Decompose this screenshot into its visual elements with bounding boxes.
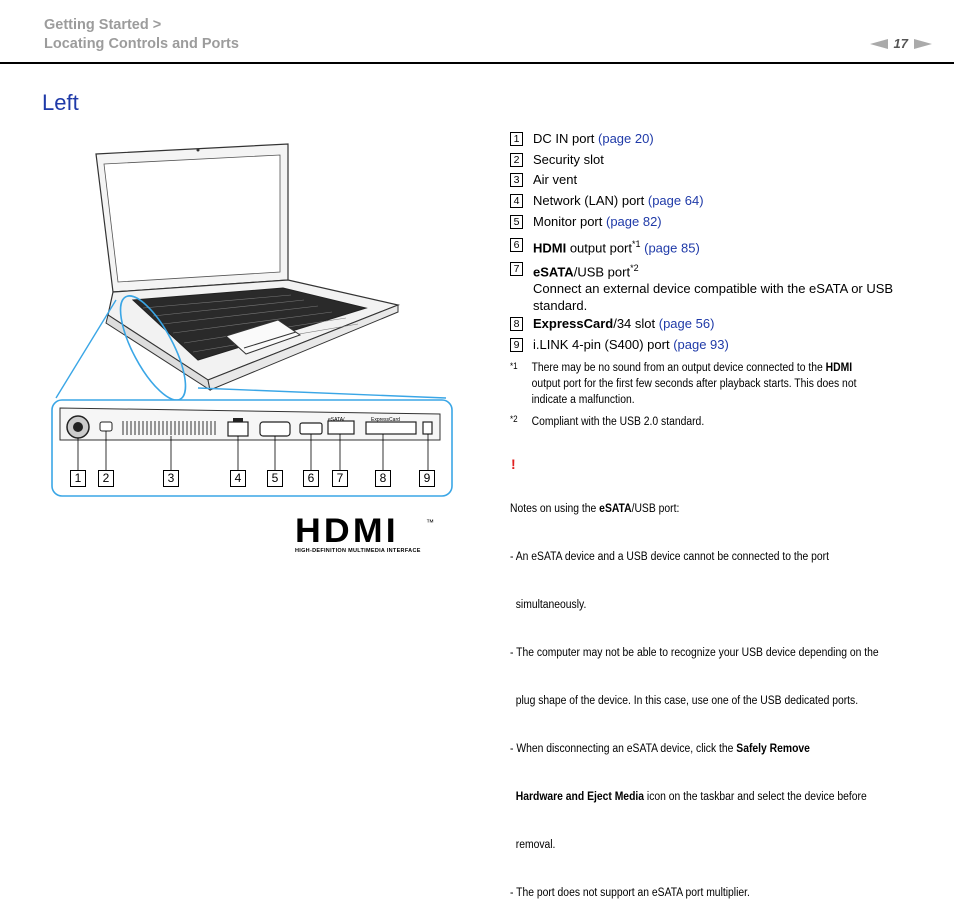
callout-3: 3 — [163, 470, 179, 487]
previous-page-arrow-icon[interactable] — [869, 38, 888, 49]
footnote-text: output port for the first few seconds af… — [531, 378, 857, 390]
callout-8: 8 — [375, 470, 391, 487]
page-link[interactable]: (page 56) — [658, 316, 715, 331]
item-number: 6 — [510, 238, 523, 252]
item-number: 9 — [510, 338, 523, 352]
item-number: 4 — [510, 194, 523, 208]
item-number: 7 — [510, 262, 523, 276]
footnote-text: Compliant with the USB 2.0 standard. — [531, 416, 705, 428]
footnote-mark: *1 — [510, 361, 518, 371]
list-item: 1 DC IN port (page 20) — [510, 130, 654, 147]
note-line: simultaneously. — [510, 599, 587, 611]
list-item: 4 Network (LAN) port (page 64) — [510, 192, 704, 209]
callout-4: 4 — [230, 470, 246, 487]
note-line: icon on the taskbar and select the devic… — [644, 791, 867, 803]
item-number: 2 — [510, 153, 523, 167]
notes-title-bold: eSATA — [599, 503, 632, 515]
callout-7: 7 — [332, 470, 348, 487]
footnote-text: indicate a malfunction. — [531, 394, 635, 406]
list-item: 2 Security slot — [510, 151, 604, 168]
hdmi-logo-word: HDMI — [295, 512, 399, 550]
note-line: - An eSATA device and a USB device canno… — [510, 551, 829, 563]
list-item: 8 ExpressCard/34 slot (page 56) — [510, 315, 714, 332]
item-bold-text: ExpressCard — [533, 316, 614, 331]
notes-title-tail: /USB port: — [631, 503, 680, 515]
footnote-ref: *1 — [632, 239, 641, 249]
note-line: - When disconnecting an eSATA device, cl… — [510, 743, 737, 755]
laptop-illustration — [51, 143, 453, 497]
next-page-arrow-icon[interactable] — [914, 38, 932, 49]
callout-9: 9 — [419, 470, 435, 487]
footnote-1: *1 There may be no sound from an output … — [510, 358, 933, 418]
item-text: /USB port — [573, 264, 631, 280]
note-bold: Safely Remove — [736, 743, 810, 755]
item-number: 5 — [510, 215, 523, 229]
item-bold-text: eSATA — [533, 264, 574, 280]
page-link[interactable]: (page 93) — [673, 337, 729, 352]
list-item: 3 Air vent — [510, 171, 577, 188]
item-number: 1 — [510, 132, 523, 146]
note-line: removal. — [510, 839, 556, 851]
footnote-2: *2 Compliant with the USB 2.0 standard. — [510, 411, 933, 431]
item-text: Network (LAN) port — [533, 193, 648, 208]
expresscard-slot-label: ExpressCard — [371, 417, 400, 423]
item-number: 3 — [510, 173, 523, 187]
item-text: DC IN port — [533, 131, 599, 146]
callout-2: 2 — [98, 470, 114, 487]
callout-6: 6 — [303, 470, 319, 487]
list-item: 5 Monitor port (page 82) — [510, 213, 662, 230]
item-text: output port — [566, 240, 632, 256]
page-number: 17 — [893, 36, 908, 51]
page-link[interactable]: (page 64) — [647, 193, 704, 208]
footnote-text: There may be no sound from an output dev… — [531, 362, 826, 374]
footnote-mark: *2 — [510, 414, 518, 424]
page-link[interactable]: (page 82) — [605, 214, 662, 229]
breadcrumb-parent[interactable]: Getting Started > — [44, 17, 162, 33]
item-text: /34 slot — [613, 316, 659, 331]
note-line: - The port does not support an eSATA por… — [510, 887, 750, 899]
notes-block: Notes on using the eSATA/USB port: - An … — [510, 469, 942, 917]
note-bold: Hardware and Eject Media — [515, 791, 645, 803]
hdmi-logo-tm: ™ — [426, 518, 434, 527]
notes-title: Notes on using the — [510, 503, 600, 515]
page-link[interactable]: (page 85) — [640, 240, 700, 256]
header-divider — [0, 62, 954, 64]
breadcrumb-current: Locating Controls and Ports — [44, 36, 239, 52]
hdmi-logo-tagline: HIGH-DEFINITION MULTIMEDIA INTERFACE — [295, 548, 421, 554]
item-text: Monitor port — [533, 214, 606, 229]
note-line: - The computer may not be able to recogn… — [510, 647, 879, 659]
hdmi-logo: HDMI ™ HIGH-DEFINITION MULTIMEDIA INTERF… — [295, 514, 434, 554]
item-text: Air vent — [533, 172, 578, 187]
footnote-bold: HDMI — [825, 362, 853, 374]
item-number: 8 — [510, 317, 523, 331]
item-bold-text: HDMI — [533, 240, 567, 256]
warning-icon: ! — [511, 456, 516, 472]
note-line: plug shape of the device. In this case, … — [510, 695, 859, 707]
page-link[interactable]: (page 20) — [598, 131, 654, 146]
list-item: 9 i.LINK 4-pin (S400) port (page 93) — [510, 336, 729, 353]
list-item: 6 HDMI output port*1 (page 85) — [510, 236, 700, 256]
item-description: Connect an external device compatible wi… — [533, 281, 894, 314]
item-text: i.LINK 4-pin (S400) port — [533, 337, 674, 352]
footnote-ref: *2 — [630, 263, 639, 273]
page-navigation: 17 — [869, 36, 932, 51]
callout-5: 5 — [267, 470, 283, 487]
callout-1: 1 — [70, 470, 86, 487]
esata-port-label: eSATA/ — [328, 417, 345, 423]
section-title: Left — [42, 90, 79, 115]
item-text: Security slot — [533, 152, 604, 167]
